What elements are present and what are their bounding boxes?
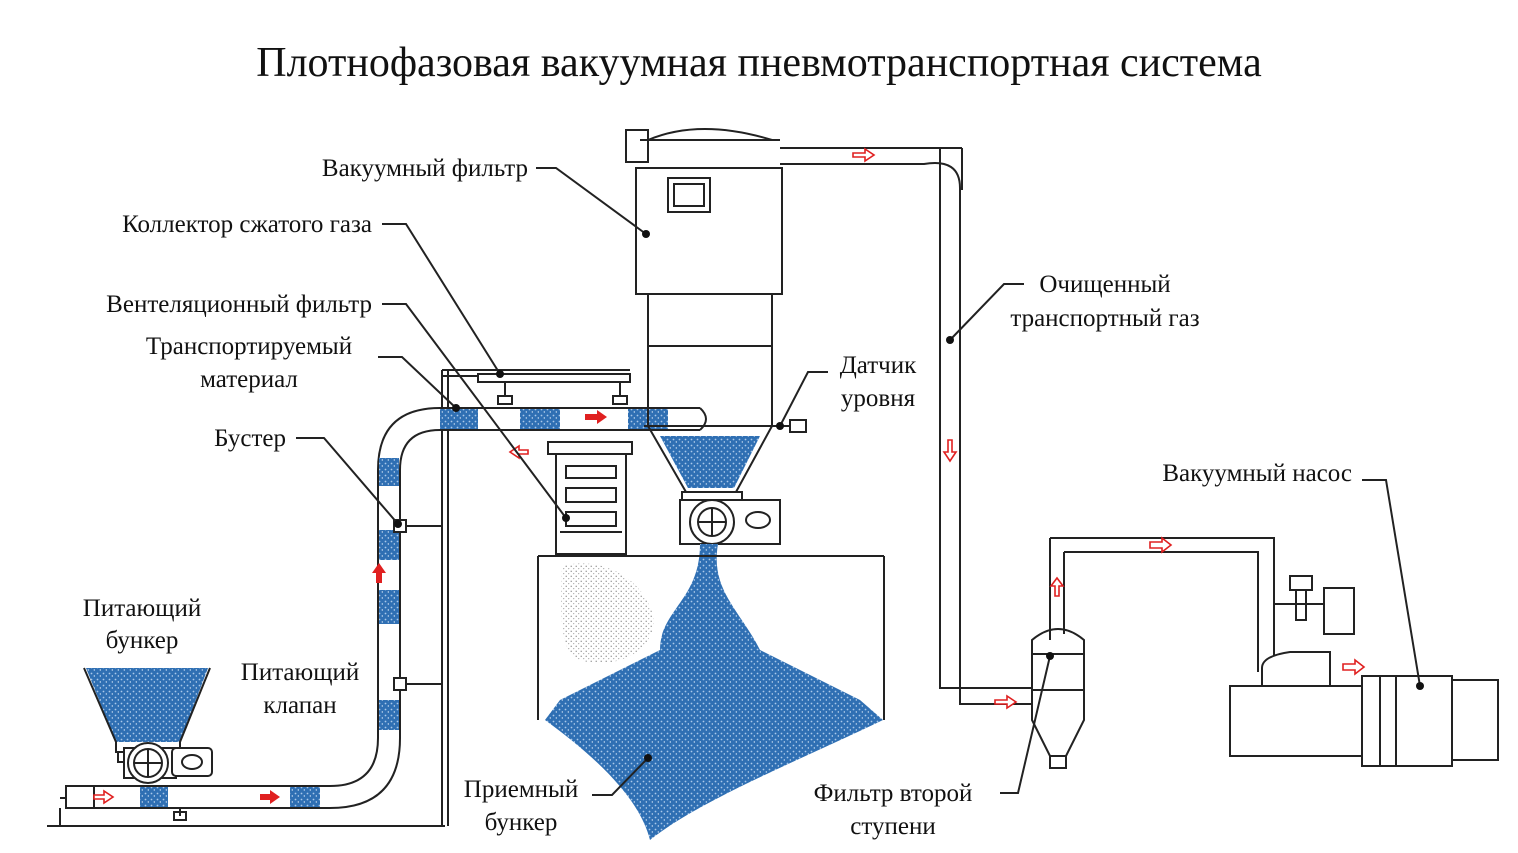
booster-nozzles	[393, 519, 407, 691]
pump-pipe	[1050, 537, 1275, 672]
ventilation-filter	[547, 441, 633, 555]
label-feed-hopper-line1: Питающий	[82, 595, 202, 622]
label-second-filter-line1: Фильтр второй	[813, 780, 973, 807]
label-clean-gas-line1: Очищенный	[1039, 271, 1171, 298]
feed-valve	[123, 742, 213, 784]
conveying-pipe	[60, 407, 707, 821]
receiving-hopper	[537, 544, 885, 840]
label-material-line1: Транспортируемый	[145, 333, 353, 360]
label-receiver-line2: бункер	[484, 809, 558, 836]
label-vacuum-pump: Вакуумный насос	[1162, 460, 1352, 487]
label-second-filter-line2: ступени	[850, 813, 936, 840]
vacuum-pump	[1229, 575, 1499, 767]
label-receiver-line1: Приемный	[463, 776, 579, 803]
label-gas-collector: Коллектор сжатого газа	[122, 211, 372, 238]
label-feed-hopper-line2: бункер	[105, 627, 179, 654]
flow-arrows	[93, 147, 1366, 805]
material-slugs	[140, 409, 668, 807]
second-stage-filter	[1031, 538, 1085, 769]
vacuum-receiver	[625, 128, 807, 545]
label-material-line2: материал	[200, 366, 298, 393]
label-clean-gas-line2: транспортный газ	[1010, 305, 1200, 332]
label-level-sensor-line2: уровня	[840, 385, 916, 412]
label-level-sensor-line1: Датчик	[839, 352, 917, 379]
label-booster: Бустер	[214, 425, 286, 452]
label-vacuum-filter: Вакуумный фильтр	[321, 155, 528, 182]
gas-collector	[477, 373, 631, 405]
clean-gas-pipe	[780, 147, 1046, 705]
leader-lines	[296, 167, 1421, 796]
label-feed-valve-line2: клапан	[263, 692, 337, 719]
label-vent-filter: Вентеляционный фильтр	[106, 291, 372, 318]
label-feed-valve-line1: Питающий	[240, 659, 360, 686]
leader-dots	[394, 230, 1424, 762]
diagram-title: Плотнофазовая вакуумная пневмотранспортн…	[256, 40, 1262, 86]
